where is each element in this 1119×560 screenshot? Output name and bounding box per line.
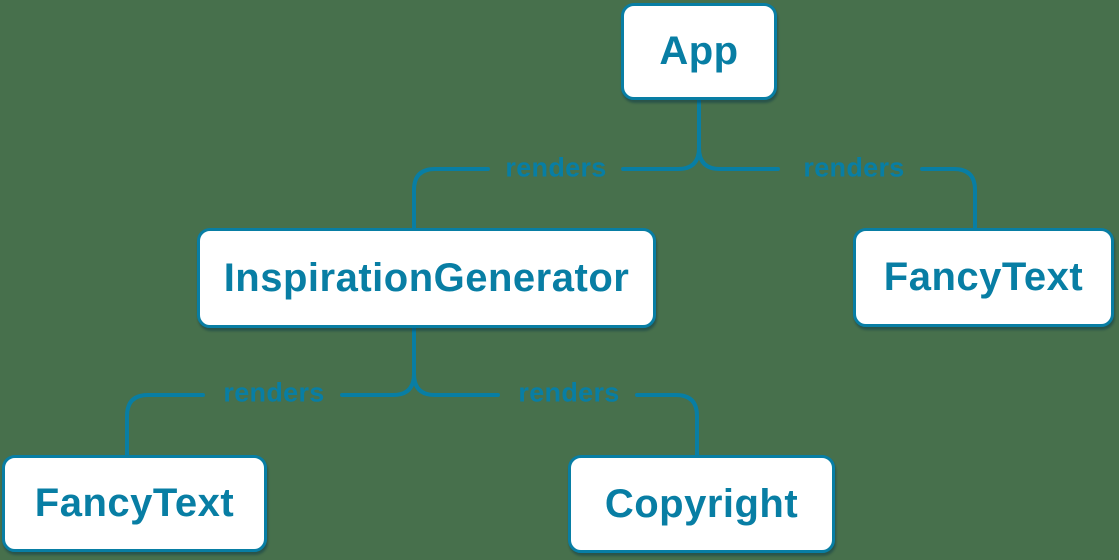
- node-label: InspirationGenerator: [223, 255, 630, 300]
- edge-label-renders: renders: [518, 377, 620, 408]
- edge-inspiration-generator-to-copyright: [412, 372, 500, 397]
- node-copyright: Copyright: [568, 455, 835, 553]
- node-label: FancyText: [883, 255, 1084, 299]
- node-label: FancyText: [34, 481, 235, 525]
- edge-label-renders: renders: [505, 152, 607, 183]
- node-fancy-text: FancyText: [2, 455, 267, 552]
- edge-app-to-fancy-text-tail: [920, 167, 977, 230]
- node-label: App: [659, 29, 739, 73]
- node-app: App: [621, 3, 777, 100]
- edge-label-renders: renders: [223, 377, 325, 408]
- node-fancy-text: FancyText: [853, 228, 1114, 327]
- edge-inspiration-generator-to-fancy-text-tail: [125, 393, 205, 457]
- node-inspiration-generator: InspirationGenerator: [197, 228, 656, 328]
- edge-inspiration-generator-to-copyright-tail: [635, 393, 699, 457]
- edge-app-to-fancy-text: [697, 146, 780, 171]
- edge-label-renders: renders: [803, 152, 905, 183]
- edge-app-to-inspiration-generator: [621, 98, 701, 171]
- edge-app-to-inspiration-generator-tail: [412, 167, 490, 230]
- edge-inspiration-generator-to-fancy-text: [340, 326, 416, 397]
- node-label: Copyright: [604, 481, 799, 526]
